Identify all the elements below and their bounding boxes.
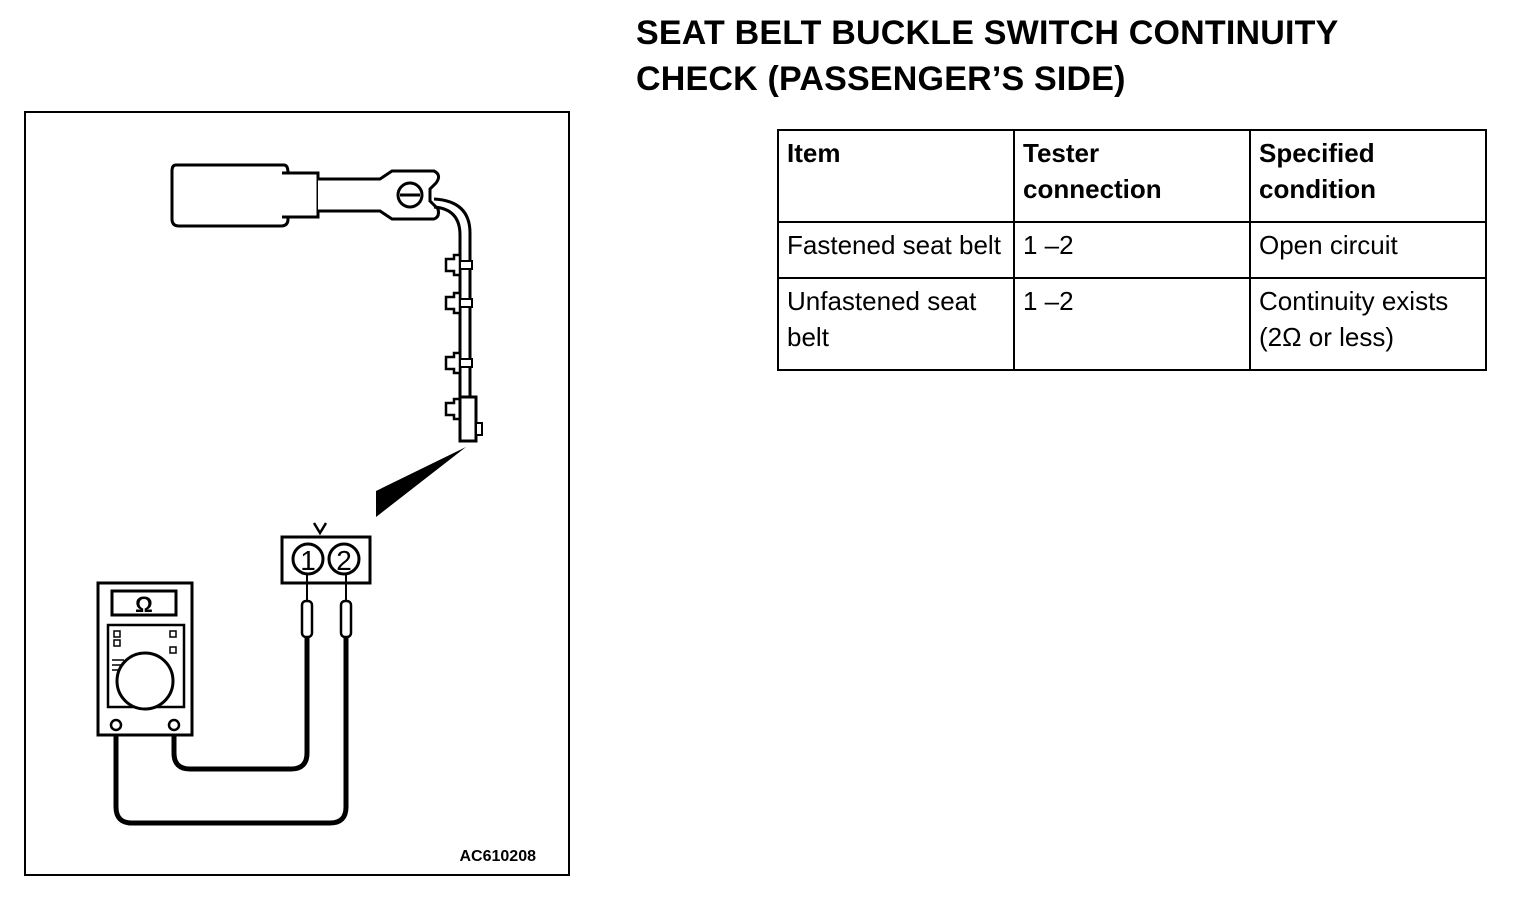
- harness-clamp: [444, 397, 462, 421]
- harness-wire-outer: [433, 197, 472, 413]
- figure-code: AC610208: [459, 848, 537, 865]
- page-title: SEAT BELT BUCKLE SWITCH CONTINUITY CHECK…: [636, 10, 1496, 102]
- header-specified-condition: Specified condition: [1249, 129, 1487, 223]
- harness-clamp: [444, 291, 473, 315]
- seat-belt-buckle-diagram: 1 2 Ω: [96, 163, 483, 826]
- cell-tester-connection: 1 –2: [1013, 277, 1251, 371]
- jack-com: [109, 718, 123, 732]
- cell-specified-condition: Continuity exists (2Ω or less): [1249, 277, 1487, 371]
- buckle-body: [170, 163, 290, 228]
- terminal-1-label: 1: [300, 545, 316, 576]
- ohm-symbol: Ω: [135, 592, 153, 617]
- multimeter-screen: [110, 589, 178, 617]
- header-tester-connection: Tester connection: [1013, 129, 1251, 223]
- jack-ohm: [167, 718, 181, 732]
- header-item: Item: [777, 129, 1015, 223]
- cell-item: Unfastened seat belt: [777, 277, 1015, 371]
- title-line-1: SEAT BELT BUCKLE SWITCH CONTINUITY: [636, 14, 1339, 52]
- specification-table: Item Tester connection Specified conditi…: [777, 129, 1487, 371]
- table-row: Unfastened seat belt 1 –2 Continuity exi…: [777, 277, 1487, 371]
- range-dial: [115, 651, 175, 711]
- buckle-sleeve: [282, 171, 320, 219]
- harness-wire-inner: [433, 205, 462, 413]
- cell-item: Fastened seat belt: [777, 221, 1015, 279]
- cell-specified-condition: Open circuit: [1249, 221, 1487, 279]
- zoom-pointer: [376, 447, 466, 517]
- cell-tester-connection: 1 –2: [1013, 221, 1251, 279]
- title-line-2: CHECK (PASSENGER’S SIDE): [636, 60, 1126, 98]
- test-lead-2: [113, 637, 349, 826]
- diagram-figure: 1 2 Ω AC610208: [24, 111, 570, 876]
- test-lead-1: [171, 637, 310, 772]
- terminal-2-label: 2: [336, 545, 352, 576]
- harness-connector: [458, 395, 478, 443]
- table-header-row: Item Tester connection Specified conditi…: [777, 129, 1487, 223]
- harness-clamp: [444, 253, 473, 277]
- terminal-2: [327, 542, 361, 576]
- table-row: Fastened seat belt 1 –2 Open circuit: [777, 221, 1487, 279]
- harness-clamp: [444, 351, 473, 375]
- connector-lock: [312, 522, 328, 536]
